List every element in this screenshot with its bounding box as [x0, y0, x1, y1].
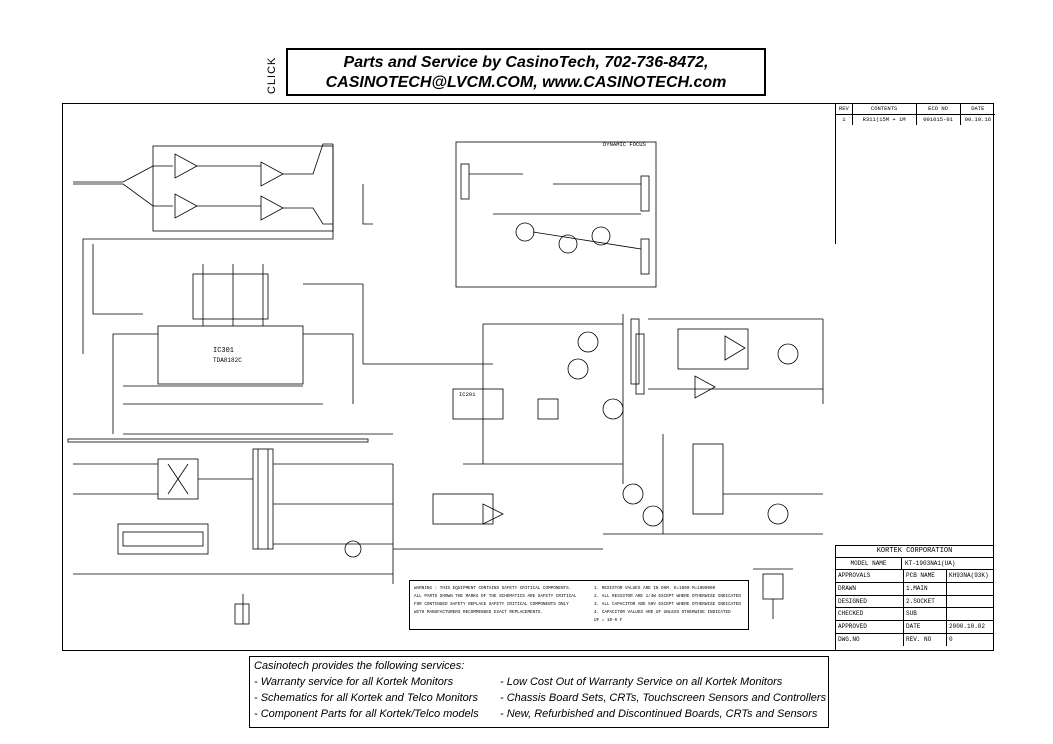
warning-notes: WARNING : THIS EQUIPMENT CONTAINS SAFETY… — [414, 586, 577, 615]
contact-line-2: CASINOTECH@LVCM.COM, www.CASINOTECH.com — [325, 74, 727, 91]
date-cell: 00.10.16 — [964, 116, 992, 123]
service-item: - Schematics for all Kortek and Telco Mo… — [254, 692, 478, 704]
service-item: - Component Parts for all Kortek/Telco m… — [254, 708, 479, 720]
service-item: - Chassis Board Sets, CRTs, Touchscreen … — [500, 692, 827, 704]
title-row: APPROVED DATE 2000.10.02 — [836, 621, 993, 634]
eco-cell: 001015-01 — [917, 115, 961, 125]
contact-line-1: Parts and Service by CasinoTech, 702-736… — [343, 54, 709, 71]
company-name: KORTEK CORPORATION — [836, 546, 993, 558]
general-notes: 1. RESISTOR VALUES ARE IN OHM. K=1000 M=… — [594, 586, 741, 623]
title-block: KORTEK CORPORATION MODEL NAME KT-1903NA1… — [835, 545, 994, 651]
rev-cell: 1 — [836, 115, 853, 125]
schematic-frame: DYNAMIC FOCUS IC301 TDA8182C IC201 REV C… — [62, 103, 995, 651]
title-row: CHECKED SUB — [836, 608, 993, 622]
service-item: - Warranty service for all Kortek Monito… — [254, 676, 454, 688]
title-row: DWG.NO REV. NO 0 — [836, 633, 993, 646]
notes-box: WARNING : THIS EQUIPMENT CONTAINS SAFETY… — [409, 580, 749, 630]
ic301-part-label: TDA8182C — [213, 357, 242, 364]
service-item: - New, Refurbished and Discontinued Boar… — [500, 708, 818, 720]
contents-cell: R311(15M + 1M — [853, 115, 917, 125]
model-name-value: KT-1903NA1(UA) — [905, 560, 956, 567]
rev-header: REV — [836, 104, 853, 114]
model-name-label: MODEL NAME — [836, 558, 902, 569]
dynamic-focus-label: DYNAMIC FOCUS — [603, 141, 647, 148]
eco-header: ECO NO — [917, 104, 961, 114]
contact-banner: Parts and Service by CasinoTech, 702-736… — [286, 48, 766, 96]
ic301-label: IC301 — [213, 347, 234, 355]
contents-header: CONTENTS — [853, 104, 917, 114]
title-row: DRAWN 1.MAIN — [836, 582, 993, 596]
service-item: - Low Cost Out of Warranty Service on al… — [500, 676, 783, 688]
date-header: DATE — [971, 105, 985, 112]
revision-table: REV CONTENTS ECO NO DATE 1 R311(15M + 1M… — [835, 104, 995, 126]
title-row: DESIGNED 2.SOCKET — [836, 595, 993, 609]
click-label[interactable]: CLICK — [266, 56, 278, 94]
services-box: Casinotech provides the following servic… — [249, 656, 829, 728]
title-row: APPROVALS PCB NAME KH93NA(93K) — [836, 570, 993, 583]
services-intro: Casinotech provides the following servic… — [254, 660, 465, 672]
ic201-label: IC201 — [459, 391, 476, 398]
schematic-drawing: DYNAMIC FOCUS IC301 TDA8182C IC201 — [67, 141, 824, 625]
